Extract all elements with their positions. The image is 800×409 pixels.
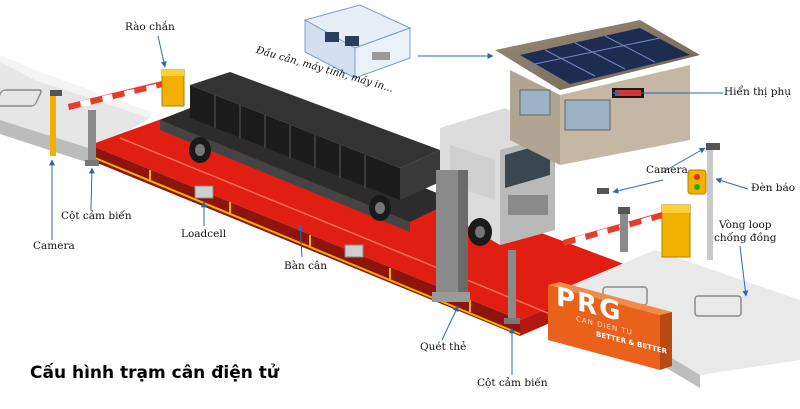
label-hien-thi-phu: Hiển thị phụ [724,86,791,98]
label-vong-loop: Vòng loop chống đồng [714,219,777,244]
label-rao-chan: Rào chắn [125,21,175,33]
camera-right-device [597,143,720,194]
control-room-illustration [303,4,412,79]
label-camera-left: Camera [33,240,75,252]
loadcell-blocks [194,185,364,258]
left-sensor-pole [50,96,99,166]
camera-left-device [50,90,62,96]
left-barrier-box [161,69,185,107]
label-ban-can: Bàn cân [284,260,327,272]
diagram-title: Cấu hình trạm cân điện tử [30,363,279,383]
right-barrier-arm [563,212,663,246]
label-camera-right: Camera [646,164,688,176]
label-loadcell: Loadcell [181,228,227,240]
label-cot-cam-bien-bottom: Cột cảm biến [477,377,548,389]
label-cot-cam-bien-left: Cột cảm biến [61,210,132,222]
bottom-sensor-pole [504,250,520,324]
label-den-bao: Đèn báo [751,182,796,194]
right-barrier-box [661,204,691,258]
leader-lines [49,35,749,375]
office-building [495,20,700,165]
prg-logo [548,282,672,370]
trailer [160,72,455,232]
card-reader [618,207,630,252]
traffic-light [687,150,713,260]
label-quet-the: Quét thẻ [420,341,467,353]
front-post [432,170,470,302]
left-barrier-arm [68,80,167,110]
